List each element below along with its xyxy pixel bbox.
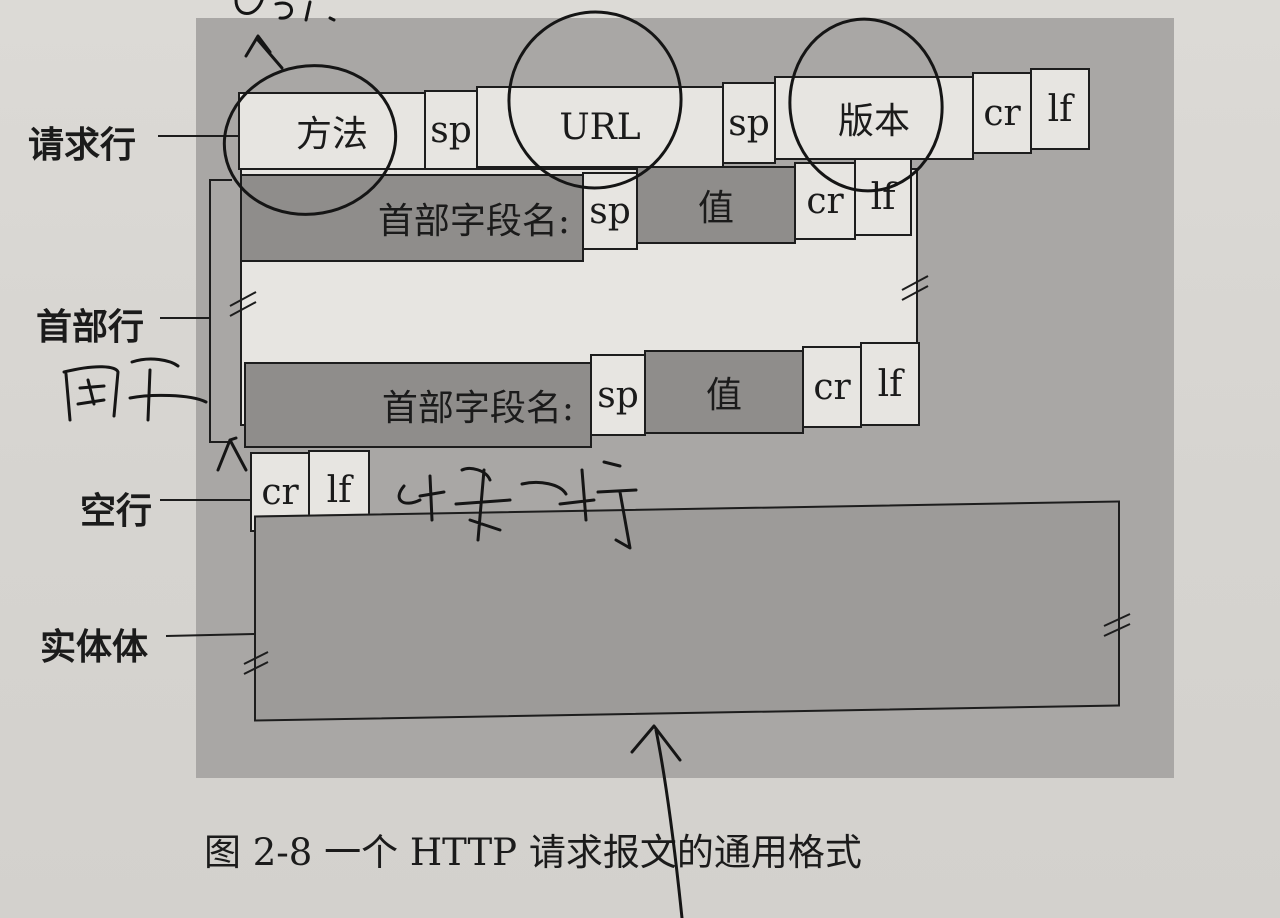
request-sp-label-2: sp <box>728 102 770 144</box>
header-cr-cell-2: cr <box>802 346 862 428</box>
header-value-cell-2: 值 <box>644 350 804 434</box>
header-lines-label: 首部行 <box>36 307 145 348</box>
request-lf-cell: lf <box>1030 68 1090 150</box>
request-cr-cell: cr <box>972 72 1032 154</box>
request-cr-label: cr <box>983 92 1021 134</box>
header-lf-label-1: lf <box>870 176 896 218</box>
header-field-name-label-2: 首部字段名: <box>381 388 574 429</box>
header-cr-label-1: cr <box>806 180 844 222</box>
arrow-to-blank-line <box>216 436 248 472</box>
blank-line-label: 空行 <box>80 491 153 532</box>
pen-annotations <box>62 0 944 918</box>
version-label: 版本 <box>837 101 910 142</box>
method-label: 方法 <box>295 114 368 155</box>
header-field-name-label-1: 首部字段名: <box>377 201 570 242</box>
break-marks <box>229 275 1131 675</box>
header-lf-cell-1: lf <box>854 158 912 236</box>
blank-lf-label: lf <box>326 469 352 511</box>
scribble-huiche <box>62 357 208 422</box>
arrow-to-entity-body <box>630 724 684 918</box>
arrow-to-url-note <box>244 34 284 70</box>
header-value-label-2: 值 <box>705 375 742 416</box>
url-cell: URL <box>476 86 724 168</box>
request-line-label: 请求行 <box>28 125 137 166</box>
header-cr-label-2: cr <box>813 366 851 408</box>
circle-version <box>788 17 944 193</box>
blank-cr-label: cr <box>261 471 299 513</box>
header-lf-label-2: lf <box>877 363 903 405</box>
figure-caption: 图 2-8 一个 HTTP 请求报文的通用格式 <box>204 831 862 874</box>
entity-body-label: 实体体 <box>40 627 149 668</box>
url-label: URL <box>559 106 641 148</box>
header-sp-label-2: sp <box>597 374 639 416</box>
header-value-cell-1: 值 <box>636 166 796 244</box>
header-field-name-cell-1: 首部字段名: <box>240 174 584 262</box>
circle-url <box>507 10 683 190</box>
header-sp-cell-2: sp <box>590 354 646 436</box>
header-value-label-1: 值 <box>697 188 734 229</box>
header-bracket <box>209 179 232 443</box>
header-lf-cell-2: lf <box>860 342 920 426</box>
entity-body-leader <box>165 633 255 637</box>
scribble-huanhang <box>397 460 638 550</box>
scribble-url-note <box>234 0 336 22</box>
circle-method <box>222 64 398 216</box>
request-sp-cell-2: sp <box>722 82 776 164</box>
request-sp-cell-1: sp <box>424 90 478 170</box>
header-sp-label-1: sp <box>589 190 631 232</box>
request-sp-label-1: sp <box>430 109 472 151</box>
request-lf-label: lf <box>1047 88 1073 130</box>
header-field-name-cell-2: 首部字段名: <box>244 362 592 448</box>
